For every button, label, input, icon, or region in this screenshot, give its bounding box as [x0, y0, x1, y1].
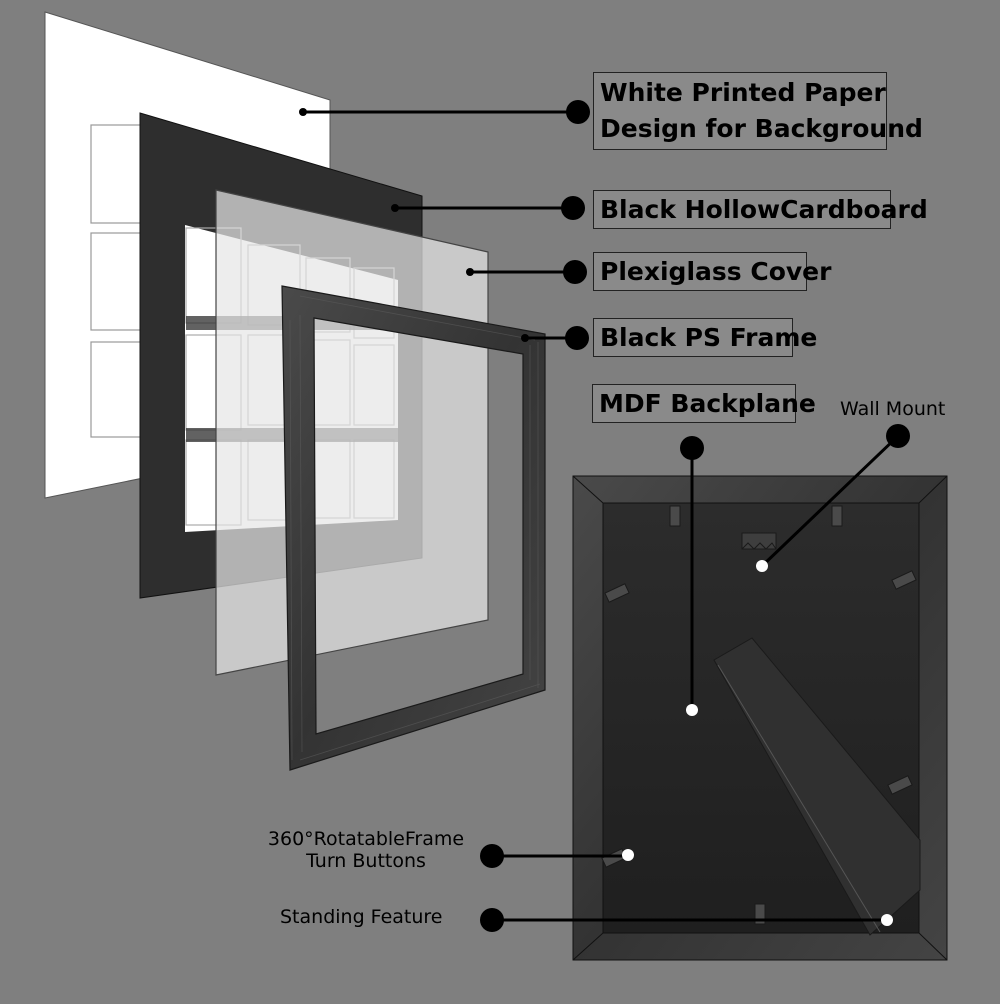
plexiglass-layer	[215, 189, 489, 676]
wall-mount-hanger	[741, 532, 777, 550]
turn-buttons	[601, 505, 917, 925]
label-turn-buttons-line2: Turn Buttons	[306, 850, 426, 872]
label-black-cardboard: Black HollowCardboard	[593, 190, 928, 229]
label-plexiglass: Plexiglass Cover	[593, 252, 831, 291]
leader-lines	[303, 110, 900, 922]
label-standing-feature: Standing Feature	[280, 906, 443, 928]
label-turn-buttons-line1: 360°RotatableFrame	[267, 828, 465, 850]
label-white-paper-line2: Design for Background	[600, 114, 923, 143]
mdf-backplane-view	[572, 475, 948, 961]
label-turn-buttons: 360°RotatableFrame Turn Buttons	[254, 828, 478, 872]
target-dots	[622, 560, 893, 926]
black-ps-frame-layer	[281, 285, 546, 771]
label-black-ps-frame: Black PS Frame	[593, 318, 817, 357]
label-wall-mount: Wall Mount	[840, 398, 946, 420]
label-mdf-backplane: MDF Backplane	[592, 384, 816, 423]
label-white-paper: White Printed Paper Design for Backgroun…	[593, 72, 923, 150]
leader-dots	[299, 100, 910, 932]
label-white-paper-line1: White Printed Paper	[600, 78, 886, 107]
